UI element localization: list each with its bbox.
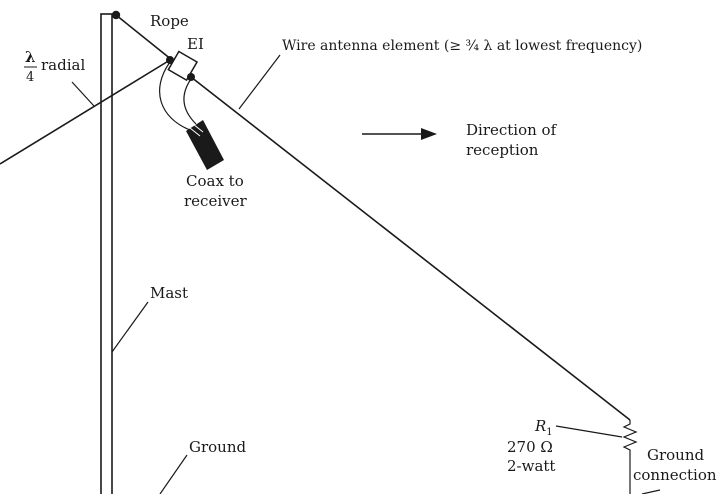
resistor-r1 xyxy=(622,420,638,494)
mast xyxy=(100,13,113,494)
ground-connection-label-line2: connection xyxy=(633,466,717,484)
coax-label-line1: Coax to xyxy=(186,172,244,190)
svg-text:R1: R1 xyxy=(534,417,553,438)
ground-leader-line xyxy=(159,454,188,494)
direction-arrow xyxy=(362,128,437,140)
rope-anchor-dot xyxy=(111,10,121,20)
radial-wire xyxy=(0,59,171,165)
radial-fraction-denominator: 4 xyxy=(26,70,34,85)
rope-line xyxy=(115,14,173,61)
ground-connection-leader-line xyxy=(641,489,661,494)
resistor-name: R xyxy=(534,417,546,435)
radial-fraction-numerator: λ xyxy=(25,48,36,66)
end-insulator xyxy=(166,50,199,82)
wire-antenna-element xyxy=(190,76,631,421)
wire-element-label: Wire antenna element (≥ ¾ λ at lowest fr… xyxy=(282,38,642,54)
radial-leader-line xyxy=(71,81,95,107)
radial-label: λ 4 radial xyxy=(24,48,85,85)
resistor-value: 270 Ω xyxy=(507,438,553,456)
coax-cable xyxy=(159,61,224,170)
rope-label: Rope xyxy=(150,12,189,30)
element-leader-line xyxy=(238,54,281,110)
coax-label-line2: receiver xyxy=(184,192,247,210)
direction-label-line2: reception xyxy=(466,141,539,159)
ground-label: Ground xyxy=(189,438,247,456)
direction-label-line1: Direction of xyxy=(466,121,558,139)
ei-label: EI xyxy=(187,35,204,53)
mast-label: Mast xyxy=(150,284,188,302)
resistor-label: R1 270 Ω 2-watt xyxy=(507,417,555,475)
resistor-power: 2-watt xyxy=(507,457,555,475)
resistor-subscript: 1 xyxy=(546,427,552,438)
ground-connection-label-line1: Ground xyxy=(647,446,705,464)
mast-leader-line xyxy=(111,301,149,353)
resistor-leader-line xyxy=(555,425,623,438)
radial-text: radial xyxy=(41,56,85,74)
